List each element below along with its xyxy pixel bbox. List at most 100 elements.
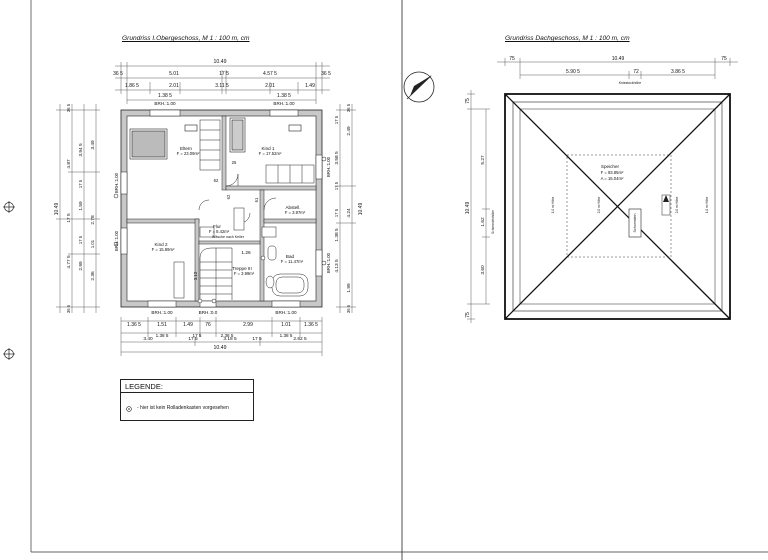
dimension-label: 2.01 xyxy=(265,83,275,89)
dimension-label: 76 xyxy=(205,322,211,328)
dimension-label: 2.99 xyxy=(78,261,84,271)
dimension-label: 75 xyxy=(509,56,515,62)
dimension-label: 1.38 5 xyxy=(280,333,293,338)
dimension-label: 4.24 xyxy=(346,208,352,218)
height-label: 2.0 m Höhe xyxy=(675,197,679,214)
dimension-label: 17 5 xyxy=(188,336,198,342)
dimension-total: 10.49 xyxy=(54,203,60,216)
room-name: Abstell. xyxy=(285,205,300,210)
dimension-label: 1.36 5 xyxy=(304,322,318,328)
dimension-label: 36 5 xyxy=(346,103,351,112)
dimension-label: 1.99 xyxy=(346,283,352,293)
dimension-label: 3.18 5 xyxy=(223,336,237,342)
dimension-label: 36 5 xyxy=(66,304,71,313)
dimension-label: 36 5 xyxy=(321,71,331,77)
dimension-label: 72 xyxy=(633,69,639,75)
dimension-label: 61 xyxy=(254,197,259,202)
dimension-label: 17 5 xyxy=(252,336,262,342)
dimension-total: 10.49 xyxy=(612,56,625,62)
dimension-label: 3.60 xyxy=(480,265,486,275)
room-area: F = 23.09m² xyxy=(177,151,200,156)
room-area: F = 11.47m² xyxy=(281,259,304,264)
dimension-label: 1.62 xyxy=(480,217,486,227)
room-name: Speicher xyxy=(601,164,620,169)
dimension-label: 4.87 xyxy=(66,159,72,169)
window-label: BRH.:1.00 xyxy=(326,156,331,177)
dimension-label: 17 5 xyxy=(219,71,229,77)
dimension-label: 1.01 xyxy=(281,322,291,328)
dimension-label: 4.77 5 xyxy=(66,255,72,269)
dimension-label: 36 5 xyxy=(66,103,71,112)
dimension-label: 2.36 xyxy=(90,271,96,281)
dimension-label: 25 xyxy=(232,160,237,165)
dimension-label: 1.38 5 xyxy=(156,333,169,338)
room-name: Flur xyxy=(213,224,221,229)
height-label: 2.0 m Höhe xyxy=(597,197,601,214)
dimension-label: 17 5 xyxy=(66,213,72,223)
window-label: BRH.:1.00 xyxy=(151,310,173,315)
dimension-label: 2.99 xyxy=(243,322,253,328)
window-label: BRH.:1.00 xyxy=(275,310,297,315)
title-right: Grundriss Dachgeschoss, M 1 : 100 m, cm xyxy=(505,35,630,42)
dimension-note: Schornsteinhöhe xyxy=(491,210,495,234)
room-area: A = 15.04m² xyxy=(601,176,624,181)
legend-item: - hier ist kein Rolladenkasten vorgesehe… xyxy=(137,405,229,411)
dimension-label: 75 xyxy=(721,56,727,62)
dimension-label: 1.26 xyxy=(241,250,251,256)
dimension-label: 3.12 xyxy=(193,271,198,280)
dimension-label: 5.27 xyxy=(480,155,486,165)
room-area: F = 93.85m² xyxy=(601,170,624,175)
dimension-label: 4.13 5 xyxy=(334,259,340,273)
dimension-label: 1.38 5 xyxy=(277,93,291,99)
crosshair-mark-icon xyxy=(3,201,15,213)
dimension-label: 2.78 xyxy=(90,215,96,225)
dimension-label: 3.58 5 xyxy=(334,151,340,165)
dimension-label: 2.36 5 xyxy=(221,333,234,338)
dimension-total: 10.49 xyxy=(358,203,364,216)
legend-title: LEGENDE: xyxy=(125,382,163,391)
dimension-label: 1.01 xyxy=(90,239,95,248)
north-arrow-icon xyxy=(403,71,435,103)
dimension-label: 62 xyxy=(214,178,219,183)
dimension-label: 1.51 xyxy=(157,322,167,328)
dimension-label: 36 5 xyxy=(113,71,123,77)
room-note: Wäsche nach Keller xyxy=(212,235,245,239)
room-name: Kind 1 xyxy=(261,146,274,151)
room-area: F = 8.42m² xyxy=(209,229,230,234)
room-name: Eltern xyxy=(180,146,192,151)
legend-divider xyxy=(121,392,253,393)
crosshair-mark-icon xyxy=(3,348,15,360)
window-label: BRH.:1.00 xyxy=(326,252,331,273)
room-area: F = 17.52m² xyxy=(259,151,282,156)
chimney-label: Schornstein xyxy=(633,214,637,233)
dimension-label: 1.49 xyxy=(305,83,315,89)
room-name: Treppe III xyxy=(232,266,252,271)
window-label: BRH.:0.0 xyxy=(199,310,218,315)
legend-box: LEGENDE: - hier ist kein Rolladenkasten … xyxy=(120,379,254,421)
room-name: Bad xyxy=(286,254,295,259)
title-left: Grundriss I.Obergeschoss, M 1 : 100 m, c… xyxy=(122,35,250,42)
window-label: BRH.:1.00 xyxy=(114,230,119,251)
dimension-label: 5.90 5 xyxy=(566,69,580,75)
dimension-label: 75 xyxy=(465,312,471,318)
room-area: F = 15.89m² xyxy=(152,247,175,252)
dimension-label: 3.94 5 xyxy=(78,143,84,157)
room-area: F = 3.97m² xyxy=(285,210,306,215)
dimension-label: 17 5 xyxy=(193,333,202,338)
room-area: F = 3.99m² xyxy=(234,271,255,276)
window-label: BRH.:1.00 xyxy=(273,101,295,106)
dimension-label: 2.01 xyxy=(169,83,179,89)
height-label: 1.0 m Höhe xyxy=(551,197,555,214)
dimension-label: 5.01 xyxy=(169,71,179,77)
dimension-label: 17 5 xyxy=(334,181,339,190)
dimension-label: 4.57 5 xyxy=(263,71,277,77)
dimension-total: 10.49 xyxy=(214,345,227,351)
dimension-note: Kniestockhöhe xyxy=(619,81,641,85)
window-label: BRH.:1.00 xyxy=(154,101,176,106)
dimension-label: 1.36 5 xyxy=(127,322,141,328)
dimension-label: 62 xyxy=(226,194,231,199)
dimension-label: 1.59 xyxy=(78,201,84,211)
dimension-total: 10.49 xyxy=(214,59,227,65)
dimension-label: 75 xyxy=(465,98,471,104)
